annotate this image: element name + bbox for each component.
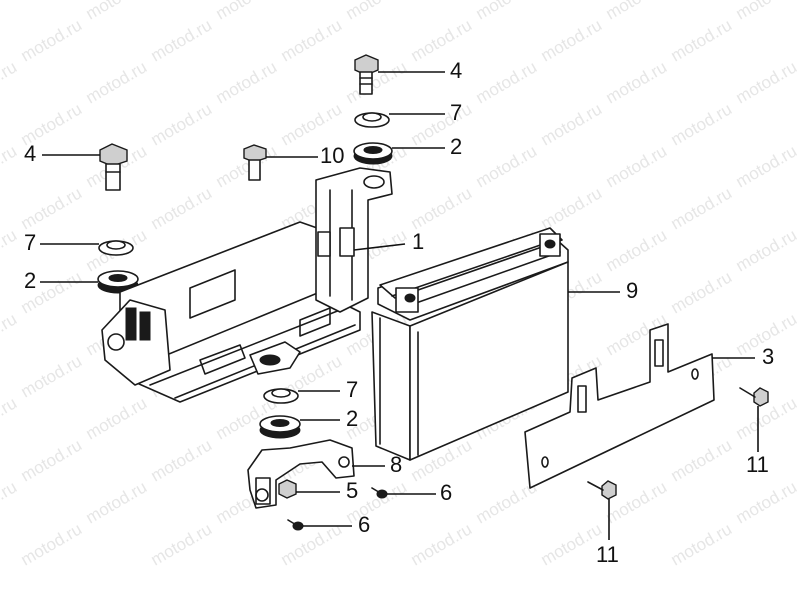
watermark-text: motod.ru — [83, 393, 151, 443]
watermark-text: motod.ru — [538, 15, 606, 65]
grommet-part-2-bottom — [259, 415, 301, 439]
watermark-text: motod.ru — [0, 141, 20, 191]
watermark-text: motod.ru — [18, 15, 86, 65]
watermark-text: motod.ru — [278, 99, 346, 149]
watermark-text: motod.ru — [83, 477, 151, 527]
watermark-text: motod.ru — [473, 0, 541, 23]
watermark-text: motod.ru — [18, 435, 86, 485]
watermark-text: motod.ru — [408, 183, 476, 233]
callout-4-left: 4 — [24, 141, 36, 166]
watermark-text: motod.ru — [0, 309, 20, 359]
callout-5: 5 — [346, 478, 358, 503]
watermark-text: motod.ru — [0, 477, 20, 527]
watermark-text: motod.ru — [148, 15, 216, 65]
bracket-part-8 — [247, 439, 355, 509]
grommet-part-2-top — [353, 142, 393, 165]
battery-tray-part-1 — [101, 167, 393, 403]
callout-2-bottom: 2 — [346, 406, 358, 431]
watermark-text: motod.ru — [538, 99, 606, 149]
callout-8: 8 — [390, 452, 402, 477]
watermark-text: motod.ru — [408, 99, 476, 149]
callout-10: 10 — [320, 143, 344, 168]
watermark-text: motod.ru — [18, 351, 86, 401]
callout-1: 1 — [412, 229, 424, 254]
bolt-part-4-top — [354, 54, 379, 95]
watermark-text: motod.ru — [733, 0, 800, 23]
callout-7-left: 7 — [24, 230, 36, 255]
callout-2-top: 2 — [450, 134, 462, 159]
watermark-text: motod.ru — [83, 0, 151, 23]
watermark-text: motod.ru — [0, 393, 20, 443]
watermark-text: motod.ru — [408, 519, 476, 569]
watermark-text: motod.ru — [668, 15, 736, 65]
watermark-text: motod.ru — [343, 0, 411, 23]
watermark-text: motod.ru — [668, 435, 736, 485]
callout-7-top: 7 — [450, 100, 462, 125]
watermark-text: motod.ru — [278, 15, 346, 65]
callout-3: 3 — [762, 344, 774, 369]
watermark-text: motod.ru — [603, 0, 671, 23]
watermark-text: motod.ru — [213, 0, 281, 23]
watermark-text: motod.ru — [408, 15, 476, 65]
callout-11-right: 11 — [746, 452, 769, 477]
watermark-text: motod.ru — [473, 57, 541, 107]
bolt-part-11-right — [739, 387, 769, 407]
bolt-part-4-left — [99, 143, 128, 191]
watermark-text: motod.ru — [0, 57, 20, 107]
battery-part-9 — [371, 227, 569, 461]
watermark-text: motod.ru — [148, 519, 216, 569]
watermark-text: motod.ru — [18, 183, 86, 233]
washer-part-7-bottom — [263, 388, 299, 404]
bolt-part-10 — [243, 144, 267, 181]
screw-part-6-lower — [287, 519, 304, 531]
watermark-text: motod.ru — [668, 267, 736, 317]
watermark-text: motod.ru — [733, 141, 800, 191]
watermark-text: motod.ru — [668, 99, 736, 149]
callout-6-lower: 6 — [358, 512, 370, 537]
washer-part-7-left — [98, 240, 134, 256]
watermark-text: motod.ru — [18, 519, 86, 569]
watermark-text: motod.ru — [538, 519, 606, 569]
washer-part-7-top — [354, 112, 390, 128]
callout-9: 9 — [626, 278, 638, 303]
screw-part-6-upper — [371, 487, 388, 499]
watermark-text: motod.ru — [83, 57, 151, 107]
watermark-text: motod.ru — [148, 435, 216, 485]
watermark-text: motod.ru — [733, 57, 800, 107]
watermark-text: motod.ru — [603, 225, 671, 275]
leader-lines — [40, 71, 759, 540]
strap-part-3 — [524, 323, 715, 489]
watermark-text: motod.ru — [603, 141, 671, 191]
callout-4-top: 4 — [450, 58, 462, 83]
callout-7-bottom: 7 — [346, 377, 358, 402]
watermark-text: motod.ru — [213, 57, 281, 107]
watermark-text: motod.ru — [0, 0, 20, 23]
watermark-text: motod.ru — [603, 57, 671, 107]
watermark-text: motod.ru — [473, 141, 541, 191]
watermark-text: motod.ru — [148, 183, 216, 233]
watermark-text: motod.ru — [538, 183, 606, 233]
bolt-part-11-bottom — [587, 480, 617, 500]
callout-11-bottom: 11 — [596, 542, 619, 567]
watermark-text: motod.ru — [148, 99, 216, 149]
watermark-text: motod.ru — [668, 183, 736, 233]
callout-6-upper: 6 — [440, 480, 452, 505]
nut-part-5 — [278, 479, 297, 499]
callout-2-left: 2 — [24, 268, 36, 293]
watermark-text: motod.ru — [733, 477, 800, 527]
watermark-text: motod.ru — [0, 225, 20, 275]
watermark-text: motod.ru — [668, 519, 736, 569]
watermark-text: motod.ru — [278, 519, 346, 569]
watermark-text: motod.ru — [733, 225, 800, 275]
